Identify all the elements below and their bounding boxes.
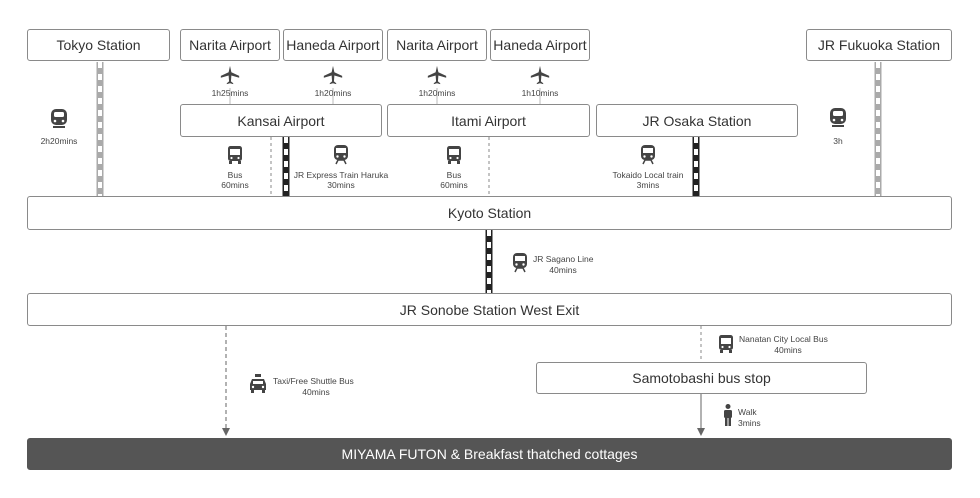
- airplane-icon: [427, 65, 447, 85]
- taxi-mode: Taxi/Free Shuttle Bus: [273, 376, 354, 386]
- haneda-airport-box-1: Haneda Airport: [283, 29, 383, 61]
- taxi-icon: [250, 374, 266, 393]
- sagano-time: 40mins: [549, 265, 577, 275]
- train-icon: [334, 145, 348, 165]
- airplane-icon: [220, 65, 240, 85]
- tokaido-mode: Tokaido Local train: [612, 170, 684, 180]
- fukuoka-travel-time: 3h: [833, 136, 843, 146]
- walk-time: 3mins: [738, 418, 761, 428]
- airplane-icon: [530, 65, 550, 85]
- walk-mode: Walk: [738, 407, 757, 417]
- kansai-airport-box: Kansai Airport: [180, 104, 382, 137]
- taxi-time: 40mins: [302, 387, 330, 397]
- itami-bus-mode: Bus: [446, 170, 462, 180]
- haruka-time: 30mins: [327, 180, 355, 190]
- narita-airport-box-2: Narita Airport: [387, 29, 487, 61]
- osaka-station-box: JR Osaka Station: [596, 104, 798, 137]
- train-icon: [641, 145, 655, 165]
- sagano-mode: JR Sagano Line: [533, 254, 594, 264]
- sonobe-station-box: JR Sonobe Station West Exit: [27, 293, 952, 326]
- flight-time-label: 1h25mins: [211, 88, 249, 98]
- tokyo-station-box: Tokyo Station: [27, 29, 170, 61]
- bus-icon: [228, 146, 242, 164]
- itami-bus-time: 60mins: [440, 180, 468, 190]
- kyoto-station-box: Kyoto Station: [27, 196, 952, 230]
- samotobashi-bus-stop-box: Samotobashi bus stop: [536, 362, 867, 394]
- flight-time-label: 1h20mins: [314, 88, 352, 98]
- fukuoka-station-box: JR Fukuoka Station: [806, 29, 952, 61]
- shinkansen-icon: [51, 109, 67, 128]
- haruka-mode: JR Express Train Haruka: [293, 170, 389, 180]
- airplane-icon: [323, 65, 343, 85]
- train-icon: [513, 253, 527, 273]
- nanatan-time: 40mins: [774, 345, 802, 355]
- haneda-airport-box-2: Haneda Airport: [490, 29, 590, 61]
- destination-box: MIYAMA FUTON & Breakfast thatched cottag…: [27, 438, 952, 470]
- bus-icon: [719, 335, 733, 353]
- kansai-bus-time: 60mins: [221, 180, 249, 190]
- bus-icon: [447, 146, 461, 164]
- walk-icon: [724, 404, 732, 426]
- shinkansen-icon: [830, 108, 846, 127]
- flight-time-label: 1h20mins: [418, 88, 456, 98]
- flight-time-label: 1h10mins: [521, 88, 559, 98]
- kansai-bus-mode: Bus: [227, 170, 243, 180]
- tokyo-travel-time: 2h20mins: [40, 136, 78, 146]
- tokaido-time: 3mins: [636, 180, 660, 190]
- itami-airport-box: Itami Airport: [387, 104, 590, 137]
- nanatan-mode: Nanatan City Local Bus: [739, 334, 828, 344]
- narita-airport-box-1: Narita Airport: [180, 29, 280, 61]
